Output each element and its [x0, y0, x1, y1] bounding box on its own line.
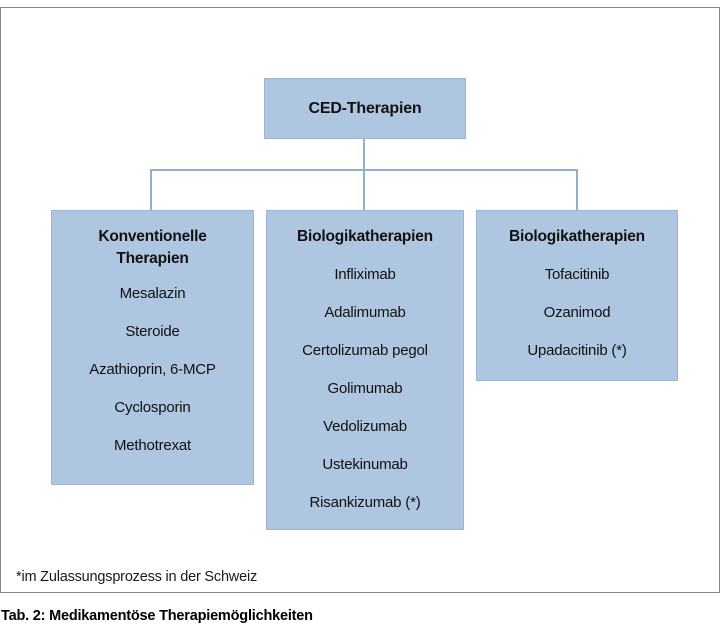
connector-root-vertical: [363, 139, 365, 171]
connector-drop-left: [150, 169, 152, 210]
connector-drop-right: [576, 169, 578, 210]
list-item: Infliximab: [334, 266, 396, 283]
list-item: Vedolizumab: [323, 418, 407, 435]
branch-item-list: Infliximab Adalimumab Certolizumab pegol…: [267, 256, 463, 522]
root-node-ced-therapien: CED-Therapien: [264, 78, 466, 139]
table-caption: Tab. 2: Medikamentöse Therapiemöglichkei…: [1, 608, 313, 624]
list-item: Steroide: [125, 323, 180, 340]
list-item: Ozanimod: [543, 304, 611, 321]
branch-biologikatherapien-1: Biologikatherapien Infliximab Adalimumab…: [266, 210, 464, 530]
branch-item-list: Mesalazin Steroide Azathioprin, 6-MCP Cy…: [52, 270, 253, 465]
connector-drop-middle: [363, 169, 365, 210]
list-item: Azathioprin, 6-MCP: [89, 361, 216, 378]
list-item: Ustekinumab: [322, 456, 408, 473]
diagram-frame: CED-Therapien Konventionelle Therapien M…: [0, 7, 720, 593]
list-item: Cyclosporin: [114, 399, 191, 416]
list-item: Upadacitinib (*): [527, 342, 627, 359]
list-item: Adalimumab: [324, 304, 406, 321]
branch-title: Biologikatherapien: [297, 228, 433, 245]
branch-title: Biologikatherapien: [509, 228, 645, 245]
list-item: Certolizumab pegol: [302, 342, 428, 359]
footnote: *im Zulassungsprozess in der Schweiz: [16, 569, 258, 585]
branch-title: Konventionelle Therapien: [98, 228, 207, 267]
branch-item-list: Tofacitinib Ozanimod Upadacitinib (*): [477, 256, 677, 370]
root-node-label: CED-Therapien: [308, 99, 422, 117]
list-item: Golimumab: [327, 380, 403, 397]
list-item: Mesalazin: [119, 285, 186, 302]
branch-konventionelle-therapien: Konventionelle Therapien Mesalazin Stero…: [51, 210, 254, 485]
branch-biologikatherapien-2: Biologikatherapien Tofacitinib Ozanimod …: [476, 210, 678, 381]
list-item: Risankizumab (*): [309, 494, 421, 511]
list-item: Methotrexat: [113, 437, 191, 454]
list-item: Tofacitinib: [544, 266, 610, 283]
